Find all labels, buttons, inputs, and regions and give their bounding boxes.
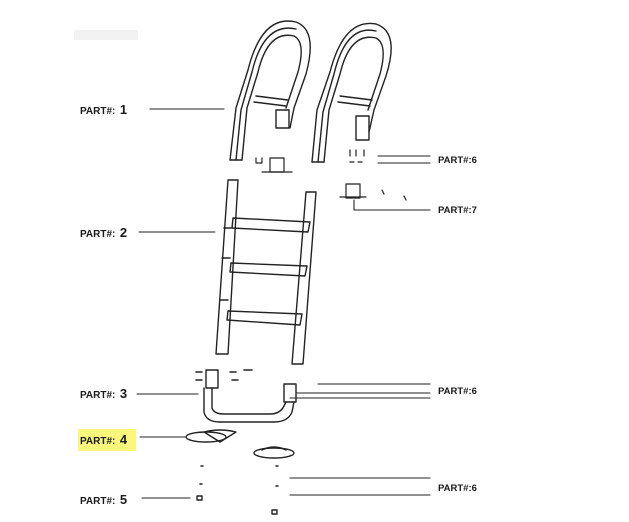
part-4-prefix: PART#: (80, 436, 116, 447)
handrail-left (229, 20, 311, 161)
part-4-number: 4 (119, 432, 128, 447)
part-5-prefix: PART#: (80, 496, 116, 507)
leader-lines (136, 108, 431, 499)
part-1-label: PART#: 1 (80, 101, 127, 119)
part-3-number: 3 (119, 386, 128, 401)
part-4-highlight (78, 429, 136, 451)
part-6-label-bottom: PART#:6 (438, 483, 477, 494)
part-1-prefix: PART#: (80, 106, 116, 117)
part-3-prefix: PART#: (80, 390, 116, 401)
part-3-label: PART#: 3 (80, 385, 127, 403)
part-6-label-top: PART#:6 (438, 155, 477, 166)
part-2-number: 2 (119, 225, 128, 240)
part-2-prefix: PART#: (80, 229, 116, 240)
part-7-label: PART#:7 (438, 205, 477, 216)
part-4-label: PART#: 4 (80, 431, 127, 449)
part-5-number: 5 (119, 492, 128, 507)
top-fasteners (255, 149, 407, 201)
part-2-label: PART#: 2 (80, 224, 127, 242)
part-5-label: PART#: 5 (80, 491, 127, 509)
ladder-frame (215, 179, 317, 365)
part-6-label-middle: PART#:6 (438, 386, 477, 397)
handrail-right (311, 22, 392, 163)
part-1-number: 1 (119, 102, 128, 117)
ladder-base (185, 369, 297, 515)
